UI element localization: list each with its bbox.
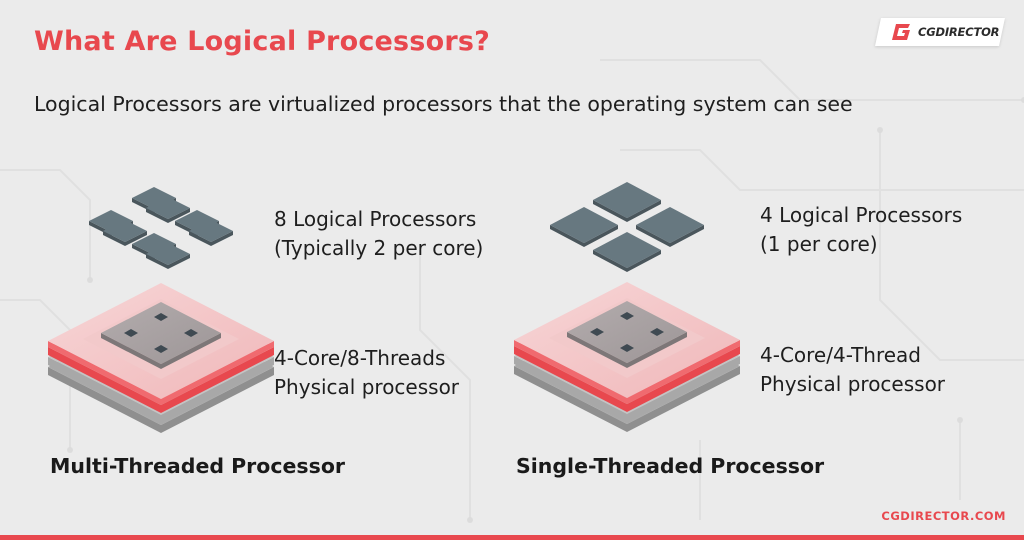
logo-text: CGDIRECTOR: [918, 25, 1000, 39]
single-core-thread-count: 4-Core/4-Thread: [760, 343, 922, 367]
logical-processor-3-top: [636, 207, 704, 243]
single-threaded-heading: Single-Threaded Processor: [516, 454, 825, 478]
logical-processor-4-top: [593, 232, 661, 268]
chip-die-top: [567, 301, 687, 363]
logical-processor-2-side: [550, 225, 618, 247]
logo-mark-icon: [892, 24, 910, 40]
core-1: [620, 312, 634, 320]
multi-logical-count: 8 Logical Processors: [274, 207, 477, 231]
logical-processor-1-top: [593, 182, 661, 218]
footer-url: CGDIRECTOR.COM: [881, 509, 1006, 523]
single-threaded-logical-processors: [550, 182, 704, 272]
page-title: What Are Logical Processors?: [34, 26, 490, 57]
core-2: [124, 329, 138, 337]
single-logical-count: 4 Logical Processors: [760, 203, 963, 227]
cgdirector-logo: CGDIRECTOR: [875, 18, 1005, 46]
single-logical-note: (1 per core): [760, 232, 878, 256]
multi-threaded-heading: Multi-Threaded Processor: [50, 454, 346, 478]
logical-processor-6-top: [189, 220, 233, 242]
multi-logical-note: (Typically 2 per core): [274, 236, 484, 260]
multi-logical-label: 8 Logical Processors (Typically 2 per co…: [274, 205, 483, 263]
multi-core-thread-count: 4-Core/8-Threads: [274, 346, 446, 370]
core-3: [650, 328, 664, 336]
multi-physical-note: Physical processor: [274, 375, 460, 399]
bottom-accent-bar: [0, 535, 1024, 540]
logical-processor-4-top: [103, 220, 147, 242]
logical-processor-2-side: [146, 208, 190, 223]
chip-die-top: [101, 302, 221, 364]
logical-processor-8-side: [146, 254, 190, 269]
logical-processor-2-top: [550, 207, 618, 243]
multi-physical-label: 4-Core/8-Threads Physical processor: [274, 344, 459, 402]
logical-processor-4-side: [103, 231, 147, 246]
core-4: [620, 344, 634, 352]
core-3: [184, 329, 198, 337]
single-logical-label: 4 Logical Processors (1 per core): [760, 201, 962, 259]
logical-processor-1-side: [593, 200, 661, 222]
multi-threaded-chip: [48, 283, 274, 433]
single-physical-label: 4-Core/4-Thread Physical processor: [760, 341, 945, 399]
page-subtitle: Logical Processors are virtualized proce…: [34, 92, 853, 116]
multi-threaded-logical-processors: [89, 187, 233, 269]
single-threaded-chip: [514, 282, 740, 432]
core-2: [590, 328, 604, 336]
logical-processor-6-side: [189, 231, 233, 246]
logical-processor-3-side: [636, 225, 704, 247]
logical-processor-4-side: [593, 250, 661, 272]
core-4: [154, 345, 168, 353]
logical-processor-8-top: [146, 243, 190, 265]
single-physical-note: Physical processor: [760, 372, 946, 396]
logical-processor-2-top: [146, 197, 190, 219]
core-1: [154, 313, 168, 321]
